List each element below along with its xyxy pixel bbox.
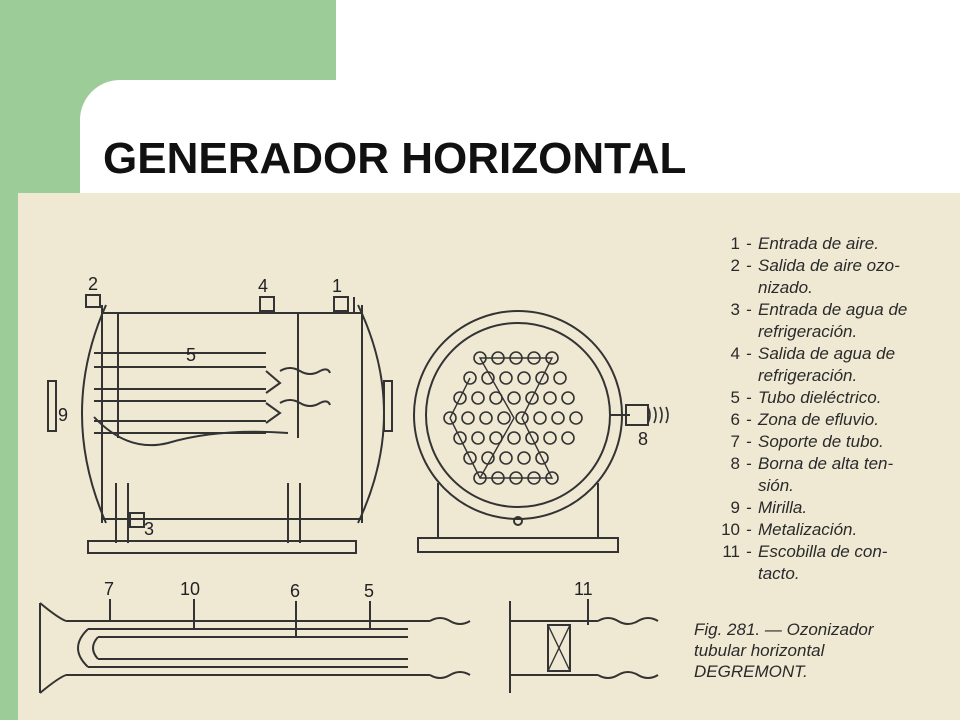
label-7: 7 [104,579,114,599]
legend-item: 7-Soporte de tubo. [704,431,954,453]
legend-number: 8 [730,454,740,473]
label-8: 8 [638,429,648,449]
end-view [413,310,669,553]
legend-dash: - [746,520,752,539]
legend-text: Escobilla de con- [758,542,888,561]
legend-dash: - [746,344,752,363]
legend-number: 5 [730,388,740,407]
legend-item: 8-Borna de alta ten- [704,453,954,475]
legend-number: 9 [730,498,740,517]
legend-item: 1-Entrada de aire. [704,233,954,255]
legend-text: Salida de agua de [758,344,896,363]
tube-detail [39,599,471,694]
legend-item: nizado. [704,277,954,299]
label-1: 1 [332,276,342,296]
label-11: 11 [574,579,593,599]
legend: 1-Entrada de aire.2-Salida de aire ozo-n… [704,233,954,585]
legend-text: Entrada de aire. [758,234,879,253]
legend-text: Entrada de agua de [758,300,908,319]
legend-number: 1 [730,234,740,253]
label-10: 10 [180,579,200,599]
legend-item: 6-Zona de efluvio. [704,409,954,431]
legend-item: 5-Tubo dieléctrico. [704,387,954,409]
legend-dash [740,365,758,387]
legend-text: refrigeración. [758,366,858,385]
label-6: 6 [290,581,300,601]
legend-number [704,365,740,387]
legend-item: 9-Mirilla. [704,497,954,519]
legend-text: Borna de alta ten- [758,454,894,473]
legend-dash [740,321,758,343]
legend-dash: - [746,410,752,429]
legend-dash: - [746,454,752,473]
legend-number [704,277,740,299]
legend-dash: - [746,234,752,253]
legend-item: tacto. [704,563,954,585]
legend-text: Tubo dieléctrico. [758,388,882,407]
label-3: 3 [144,519,154,539]
label-5-bottom: 5 [364,581,374,601]
legend-text: sión. [758,476,794,495]
legend-number: 7 [730,432,740,451]
legend-item: refrigeración. [704,321,954,343]
legend-number: 4 [730,344,740,363]
legend-text: tacto. [758,564,800,583]
ozonizer-diagram-figure: 2 4 1 5 9 3 8 7 10 6 5 11 1-Entrada de a… [18,193,960,720]
legend-dash [740,475,758,497]
brush-detail [509,599,659,693]
figure-caption: Fig. 281. — Ozonizador tubular horizonta… [694,619,954,682]
label-5: 5 [186,345,196,365]
legend-item: 4-Salida de agua de [704,343,954,365]
label-4: 4 [258,276,268,296]
legend-number: 3 [730,300,740,319]
legend-dash: - [746,256,752,275]
legend-number: 10 [721,520,740,539]
legend-text: Soporte de tubo. [758,432,884,451]
legend-dash: - [746,300,752,319]
caption-line: tubular horizontal [694,641,825,660]
legend-item: refrigeración. [704,365,954,387]
legend-item: 10-Metalización. [704,519,954,541]
legend-item: sión. [704,475,954,497]
legend-text: Mirilla. [758,498,808,517]
legend-dash: - [746,388,752,407]
legend-text: nizado. [758,278,813,297]
legend-text: Salida de aire ozo- [758,256,900,275]
legend-number: 2 [730,256,740,275]
side-view [47,294,393,554]
legend-number [704,475,740,497]
caption-line: DEGREMONT. [694,662,808,681]
legend-number: 6 [730,410,740,429]
legend-dash: - [746,542,752,561]
label-9: 9 [58,405,68,425]
legend-text: Zona de efluvio. [758,410,879,429]
legend-item: 3-Entrada de agua de [704,299,954,321]
legend-dash: - [746,432,752,451]
legend-dash [740,563,758,585]
caption-line: Fig. 281. — Ozonizador [694,620,874,639]
legend-item: 11-Escobilla de con- [704,541,954,563]
legend-number: 11 [722,542,740,561]
legend-number [704,321,740,343]
label-2: 2 [88,274,98,294]
legend-text: refrigeración. [758,322,858,341]
legend-dash: - [746,498,752,517]
legend-dash [740,277,758,299]
legend-text: Metalización. [758,520,858,539]
legend-number [704,563,740,585]
legend-item: 2-Salida de aire ozo- [704,255,954,277]
diagram-drawing: 2 4 1 5 9 3 8 7 10 6 5 11 [39,274,669,694]
slide-title: GENERADOR HORIZONTAL [103,134,687,183]
